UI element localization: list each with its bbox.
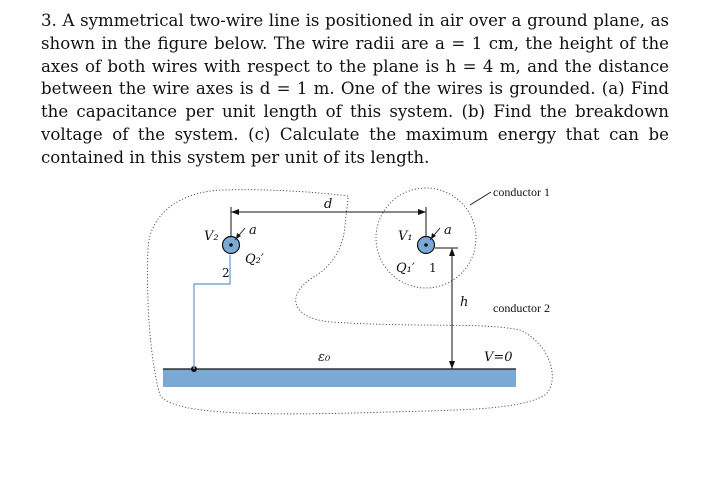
conductor-1-leader (469, 191, 492, 206)
ground-connection-wire (193, 255, 231, 369)
label-v1: V₁ (398, 229, 413, 244)
ground-plane (163, 369, 516, 387)
dimension-d-arrow-left (231, 209, 239, 215)
label-v0: V=0 (484, 350, 513, 365)
label-conductor-2: conductor 2 (493, 301, 550, 315)
conductor-1-dotted-boundary (375, 187, 477, 289)
problem-text: 3. A symmetrical two-wire line is positi… (41, 11, 669, 167)
dimension-h-arrow-top (449, 248, 455, 256)
label-a-right: a (444, 223, 452, 238)
label-2: 2 (222, 266, 230, 280)
dimension-d-arrow-right (418, 209, 426, 215)
label-q2: Q₂′ (245, 252, 264, 267)
dimension-h-arrow-bottom (449, 361, 455, 369)
wire-2-radius-arrowhead (236, 233, 241, 239)
label-1: 1 (429, 261, 437, 275)
wire-1-center (424, 243, 428, 247)
label-conductor-1: conductor 1 (493, 185, 550, 199)
label-q1: Q₁′ (396, 261, 415, 276)
label-epsilon0: ε₀ (318, 350, 331, 365)
label-a-left: a (249, 223, 257, 238)
label-d: d (324, 197, 332, 212)
label-v2: V₂ (204, 229, 219, 244)
wire-2-center (229, 243, 233, 247)
wire-1-radius-arrowhead (431, 233, 436, 239)
problem-statement: 3. A symmetrical two-wire line is positi… (41, 10, 669, 170)
label-h: h (460, 295, 468, 310)
